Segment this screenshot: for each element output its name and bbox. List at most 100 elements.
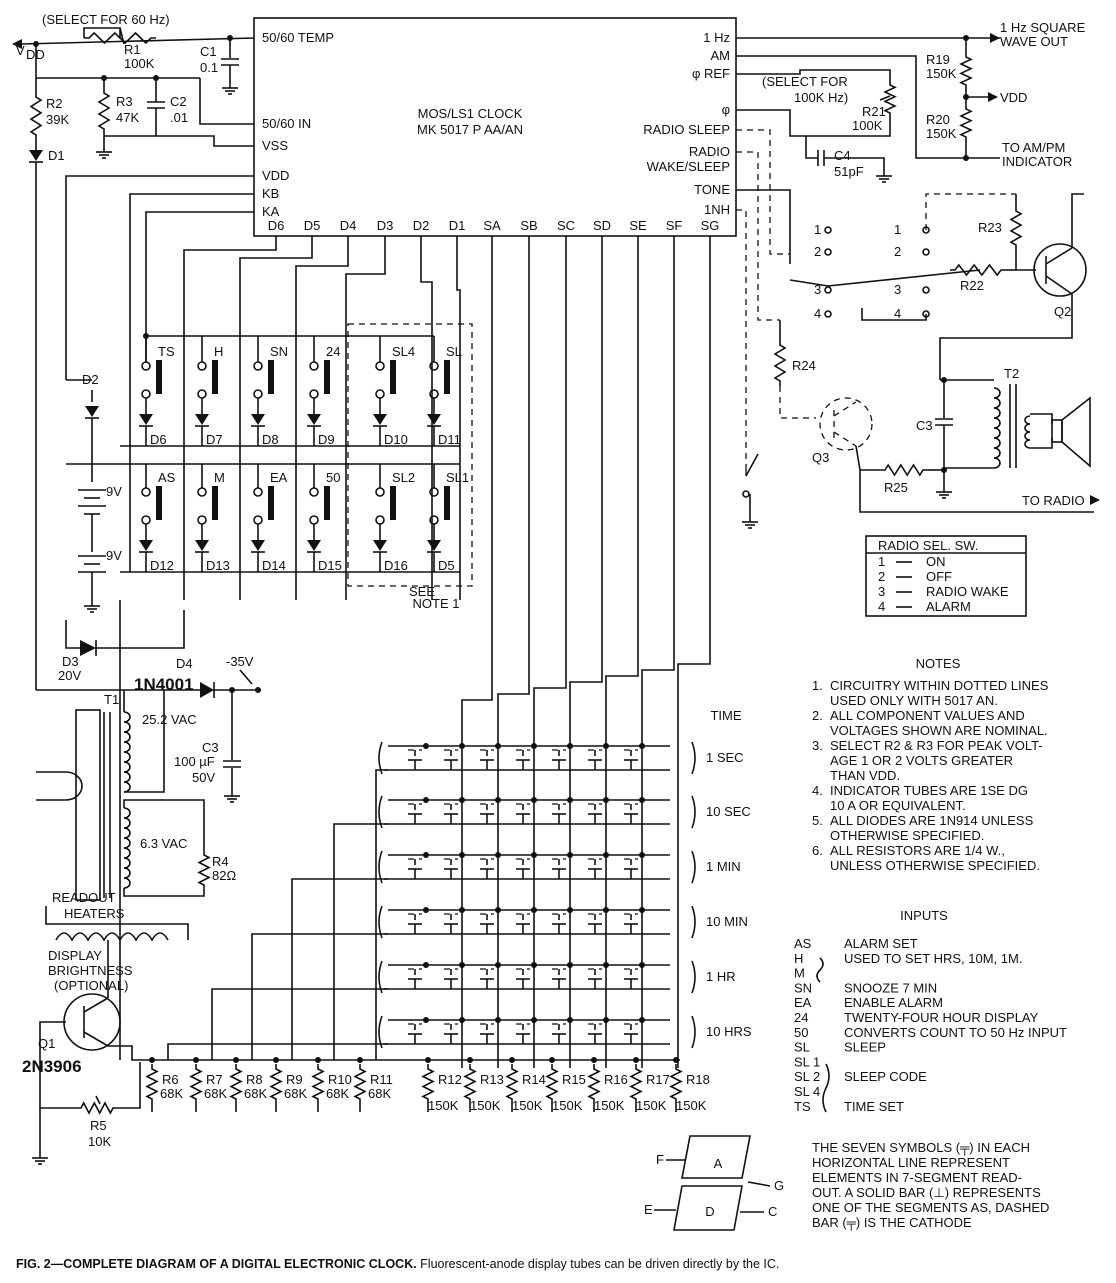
junction-dot: [633, 1057, 639, 1063]
note-number: 4.: [812, 783, 823, 798]
junction-dot: [315, 1057, 321, 1063]
ic-part-number: MK 5017 P AA/AN: [417, 122, 523, 137]
note-text: THAN VDD.: [830, 768, 900, 783]
switch2-dashed: [925, 193, 1016, 230]
bank-resistor-value: 150K: [552, 1098, 583, 1113]
ic-pin-label-bottom: D2: [413, 218, 430, 233]
input-code: 24: [794, 1010, 808, 1025]
input-description: CONVERTS COUNT TO 50 Hz INPUT: [844, 1025, 1067, 1040]
square-wave-label-1: 1 Hz SQUARE: [1000, 20, 1086, 35]
diode-triangle: [139, 540, 153, 551]
note-text: ALL DIODES ARE 1N914 UNLESS: [830, 813, 1034, 828]
bank-resistor-value: 150K: [636, 1098, 667, 1113]
d1-label: D1: [48, 148, 65, 163]
bank-resistor-label: R17: [646, 1072, 670, 1087]
t2-secondary: [1024, 415, 1031, 425]
key-switch: [268, 486, 274, 520]
neg35-arrow: [239, 669, 253, 685]
wire: [295, 236, 349, 600]
note-text: ALL RESISTORS ARE 1/4 W.,: [830, 843, 1005, 858]
readout-label: READOUT: [52, 890, 116, 905]
key-contact: [141, 487, 151, 497]
t1-secondary-winding: [123, 751, 131, 763]
t2-secondary: [1024, 439, 1031, 449]
caption-bold: FIG. 2—COMPLETE DIAGRAM OF A DIGITAL ELE…: [16, 1257, 417, 1271]
switch-position-label: 1: [814, 222, 821, 237]
bank-resistor-value: 68K: [368, 1086, 391, 1101]
bank-resistor-label: R15: [562, 1072, 586, 1087]
input-description: ENABLE ALARM: [844, 995, 943, 1010]
diode-label: D9: [318, 432, 335, 447]
wire: [736, 109, 891, 137]
key-label: H: [214, 344, 223, 359]
bank-resistor: [505, 1064, 519, 1104]
junction-dot: [423, 962, 429, 968]
wire: [866, 69, 891, 80]
wire: [859, 470, 1094, 513]
key-contact: [197, 361, 207, 371]
speaker-magnet: [1051, 419, 1063, 443]
q1-label: Q1: [38, 1036, 55, 1051]
ic-name: MOS/LS1 CLOCK: [418, 106, 523, 121]
ground-symbol: [876, 170, 892, 183]
note-text: CIRCUITRY WITHIN DOTTED LINES: [830, 678, 1049, 693]
seven-symbols-text: ONE OF THE SEGMENTS AS, DASHED: [812, 1200, 1049, 1215]
bank-resistor: [545, 1064, 559, 1104]
input-code: H: [794, 951, 803, 966]
r21-value: 100K: [852, 118, 883, 133]
key-diode: [427, 414, 441, 427]
input-code: TS: [794, 1099, 811, 1114]
ic-body: [253, 17, 737, 237]
wire: [123, 799, 205, 850]
wire: [605, 236, 639, 1068]
junction-dot: [193, 1057, 199, 1063]
wire: [805, 136, 818, 159]
row-bracket-left: [378, 795, 383, 829]
t2-winding: [993, 417, 1001, 429]
key-contact: [253, 487, 263, 497]
bank-resistor-label: R16: [604, 1072, 628, 1087]
key-diode: [251, 540, 265, 553]
t1-secondary-winding: [123, 741, 131, 753]
key-contact: [309, 389, 319, 399]
neg35-label: -35V: [226, 654, 254, 669]
bank-resistor-label: R12: [438, 1072, 462, 1087]
segment-label-a: A: [714, 1156, 723, 1171]
ic-pin-label-left: KB: [262, 186, 279, 201]
t1-secondary-winding: [123, 721, 131, 733]
wire: [45, 906, 189, 940]
diode-triangle: [139, 414, 153, 425]
diode-triangle: [427, 540, 441, 551]
speaker-cone: [1061, 396, 1091, 468]
vdd-right-arrow: [988, 92, 998, 102]
see-note-label: SEE: [409, 584, 435, 599]
c3-value: 100 µF: [174, 754, 215, 769]
radio-sel-table: [865, 535, 1027, 617]
ic-pin-label-right: φ: [722, 102, 730, 117]
segment-pointer: [747, 1181, 771, 1187]
wire: [333, 823, 388, 1060]
key-contact: [197, 487, 207, 497]
note-number: 1.: [812, 678, 823, 693]
figure-caption: FIG. 2—COMPLETE DIAGRAM OF A DIGITAL ELE…: [16, 1257, 779, 1271]
bank-resistor-label: R6: [162, 1072, 179, 1087]
bank-resistor-label: R7: [206, 1072, 223, 1087]
vdd-arrow: [12, 39, 22, 49]
d2-label: D2: [82, 372, 99, 387]
input-code: M: [794, 966, 805, 981]
q3-label: Q3: [812, 450, 829, 465]
key-diode: [307, 540, 321, 553]
row-bracket-left: [378, 850, 383, 884]
wire: [641, 236, 675, 1068]
key-label: SL: [446, 344, 462, 359]
junction-dot: [423, 1017, 429, 1023]
note-text: SELECT R2 & R3 FOR PEAK VOLT-: [830, 738, 1043, 753]
wire: [461, 236, 493, 1068]
r4-label: R4: [212, 854, 229, 869]
c2-label: C2: [170, 94, 187, 109]
r20-resistor: [959, 104, 973, 142]
display-brightness-label-3: (OPTIONAL): [54, 978, 128, 993]
t1-label: T1: [104, 692, 119, 707]
square-out-arrow: [990, 33, 1000, 43]
